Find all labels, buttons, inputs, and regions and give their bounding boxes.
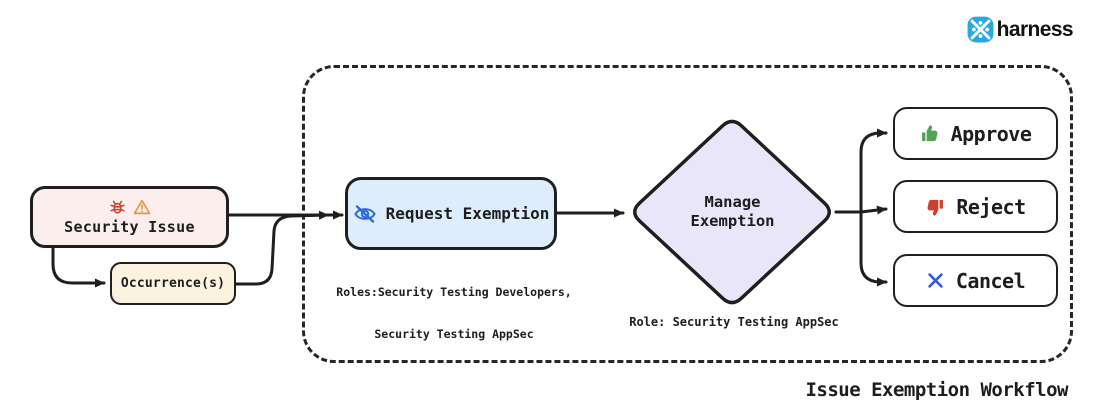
manage-exemption-label-line2: Exemption [690,212,775,230]
approve-label: Approve [950,121,1032,146]
security-issue-label: Security Issue [64,218,195,236]
reject-label: Reject [956,194,1026,219]
workflow-title: Issue Exemption Workflow [805,379,1068,401]
security-issue-icons [109,198,151,216]
harness-brand: harness [967,16,1074,43]
harness-logo-icon [967,16,994,43]
cancel-label: Cancel [955,268,1026,293]
occurrences-label: Occurrence(s) [120,276,226,291]
roles-note-line2: Security Testing AppSec [374,327,534,341]
roles-note-line1: Roles:Security Testing Developers, [336,285,572,299]
node-reject: Reject [893,180,1058,233]
node-security-issue: Security Issue [30,186,229,248]
bug-icon [109,199,126,216]
request-exemption-roles-note: Roles:Security Testing Developers, Secur… [334,257,574,369]
x-icon [926,271,945,290]
node-approve: Approve [893,107,1058,160]
manage-exemption-label-line1: Manage [704,193,761,211]
manage-exemption-label: Manage Exemption [662,193,803,231]
thumbs-down-icon [925,197,945,217]
manage-exemption-role-note: Role: Security Testing AppSec [629,315,839,329]
node-request-exemption: Request Exemption [345,177,557,250]
brand-name: harness [996,17,1074,41]
node-cancel: Cancel [893,254,1058,307]
warning-icon [133,198,151,216]
thumbs-up-icon [920,124,940,144]
connector-security-issue-to-occurrences [51,246,106,288]
node-occurrences: Occurrence(s) [110,262,236,305]
eye-off-icon [353,202,377,226]
request-exemption-label: Request Exemption [385,204,550,223]
